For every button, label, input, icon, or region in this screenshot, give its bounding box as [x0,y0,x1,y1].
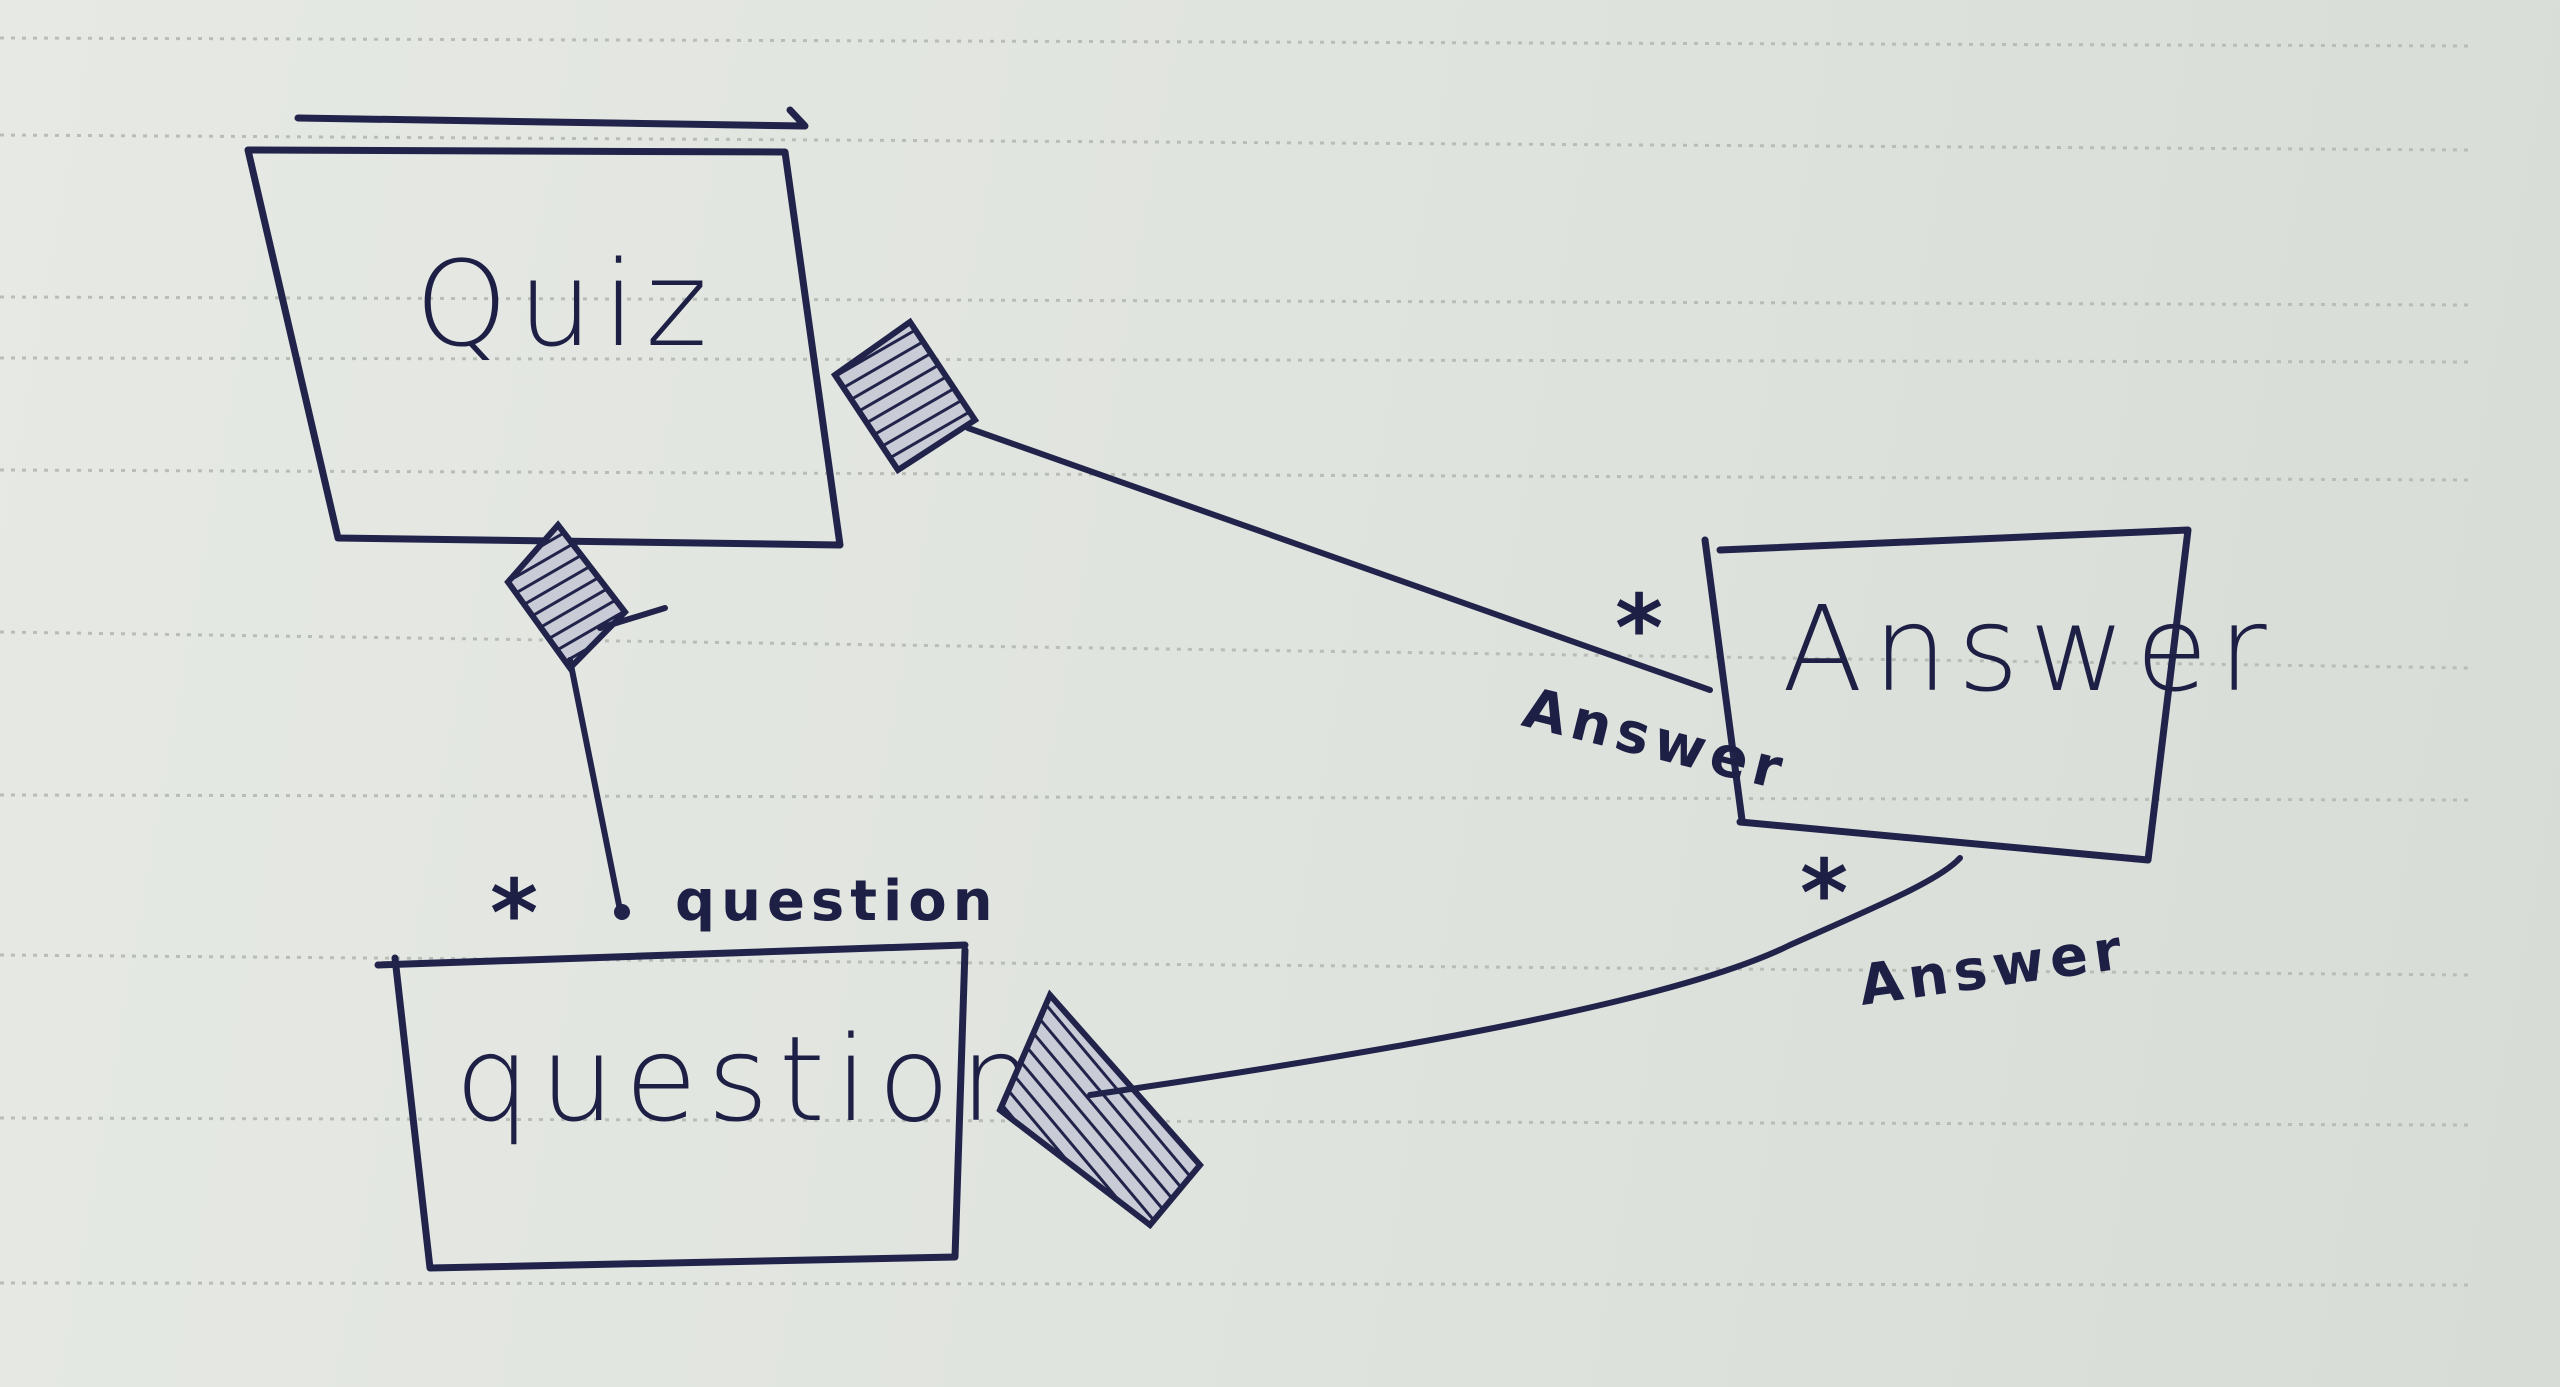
composition-diamond [830,317,980,475]
multiplicity-question-answer: * [1800,840,1848,947]
class-answer: Answer [1701,526,2277,864]
composition-diamond [504,520,629,673]
class-question-label: question [455,1010,1045,1148]
multiplicity-quiz-answer: * [1615,575,1663,682]
class-question: question [374,941,1045,1272]
class-quiz-label: Quiz [415,235,717,373]
composition-diamond [996,989,1204,1230]
ruled-lines [0,36,2471,1287]
association-quiz-question: * question [490,520,999,967]
class-answer-label: Answer [1782,580,2277,718]
association-quiz-answer: * Answer [830,317,1795,804]
class-quiz: Quiz [244,106,844,549]
role-question-answer: Answer [1855,917,2131,1019]
multiplicity-quiz-question: * [490,860,538,967]
line-end-dot [614,904,630,920]
role-quiz-answer: Answer [1517,676,1795,804]
association-question-answer: * Answer [996,840,2131,1230]
role-quiz-question: question [675,869,999,934]
